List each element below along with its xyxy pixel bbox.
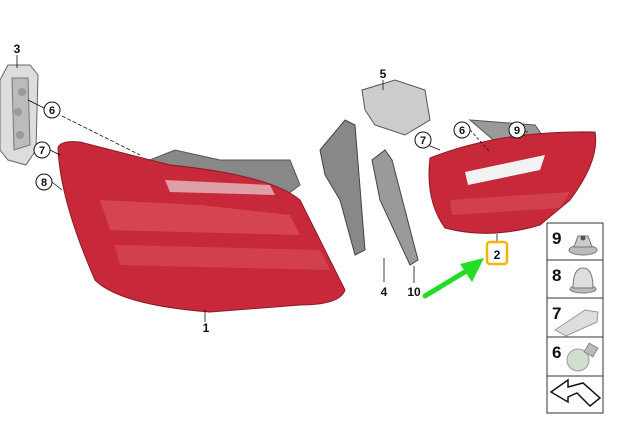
nut-icon bbox=[568, 235, 598, 256]
inner-tail-lamp-2[interactable] bbox=[428, 119, 597, 234]
svg-text:8: 8 bbox=[41, 177, 47, 189]
arrow-icon bbox=[549, 378, 602, 408]
callout-9[interactable]: 9 bbox=[508, 121, 526, 139]
svg-text:6: 6 bbox=[459, 125, 465, 137]
legend-label-7: 7 bbox=[552, 304, 561, 323]
svg-text:7: 7 bbox=[39, 145, 45, 157]
callout-6a[interactable]: 6 bbox=[43, 101, 61, 119]
legend-label-6: 6 bbox=[552, 343, 561, 362]
label-1[interactable]: 1 bbox=[203, 321, 210, 335]
callout-7b[interactable]: 7 bbox=[414, 131, 432, 149]
green-pointer-arrow-icon bbox=[422, 258, 484, 299]
wedge-bulb-icon bbox=[554, 309, 599, 337]
callout-6b[interactable]: 6 bbox=[453, 121, 471, 139]
label-5[interactable]: 5 bbox=[380, 67, 387, 81]
svg-text:2: 2 bbox=[494, 248, 501, 262]
legend-panel: 9 8 7 6 bbox=[546, 222, 604, 414]
bracket-4[interactable] bbox=[319, 119, 366, 256]
bulb-carrier-3[interactable] bbox=[0, 64, 39, 166]
svg-text:7: 7 bbox=[420, 135, 426, 147]
callout-8[interactable]: 8 bbox=[35, 173, 53, 191]
label-4[interactable]: 4 bbox=[381, 285, 388, 299]
bulb-icon bbox=[566, 342, 599, 372]
legend-label-8: 8 bbox=[552, 266, 561, 285]
svg-text:9: 9 bbox=[514, 125, 520, 137]
svg-text:6: 6 bbox=[49, 105, 55, 117]
bracket-10[interactable] bbox=[371, 149, 419, 266]
cap-nut-icon bbox=[569, 267, 597, 294]
highlighted-label-2[interactable]: 2 bbox=[485, 240, 509, 266]
label-10[interactable]: 10 bbox=[407, 285, 421, 299]
label-3[interactable]: 3 bbox=[14, 42, 21, 56]
leader-lines bbox=[16, 55, 529, 322]
outer-tail-lamp-1[interactable] bbox=[57, 141, 346, 313]
bulb-carrier-5[interactable] bbox=[361, 79, 431, 136]
legend-label-9: 9 bbox=[552, 229, 561, 248]
callout-7a[interactable]: 7 bbox=[33, 141, 51, 159]
